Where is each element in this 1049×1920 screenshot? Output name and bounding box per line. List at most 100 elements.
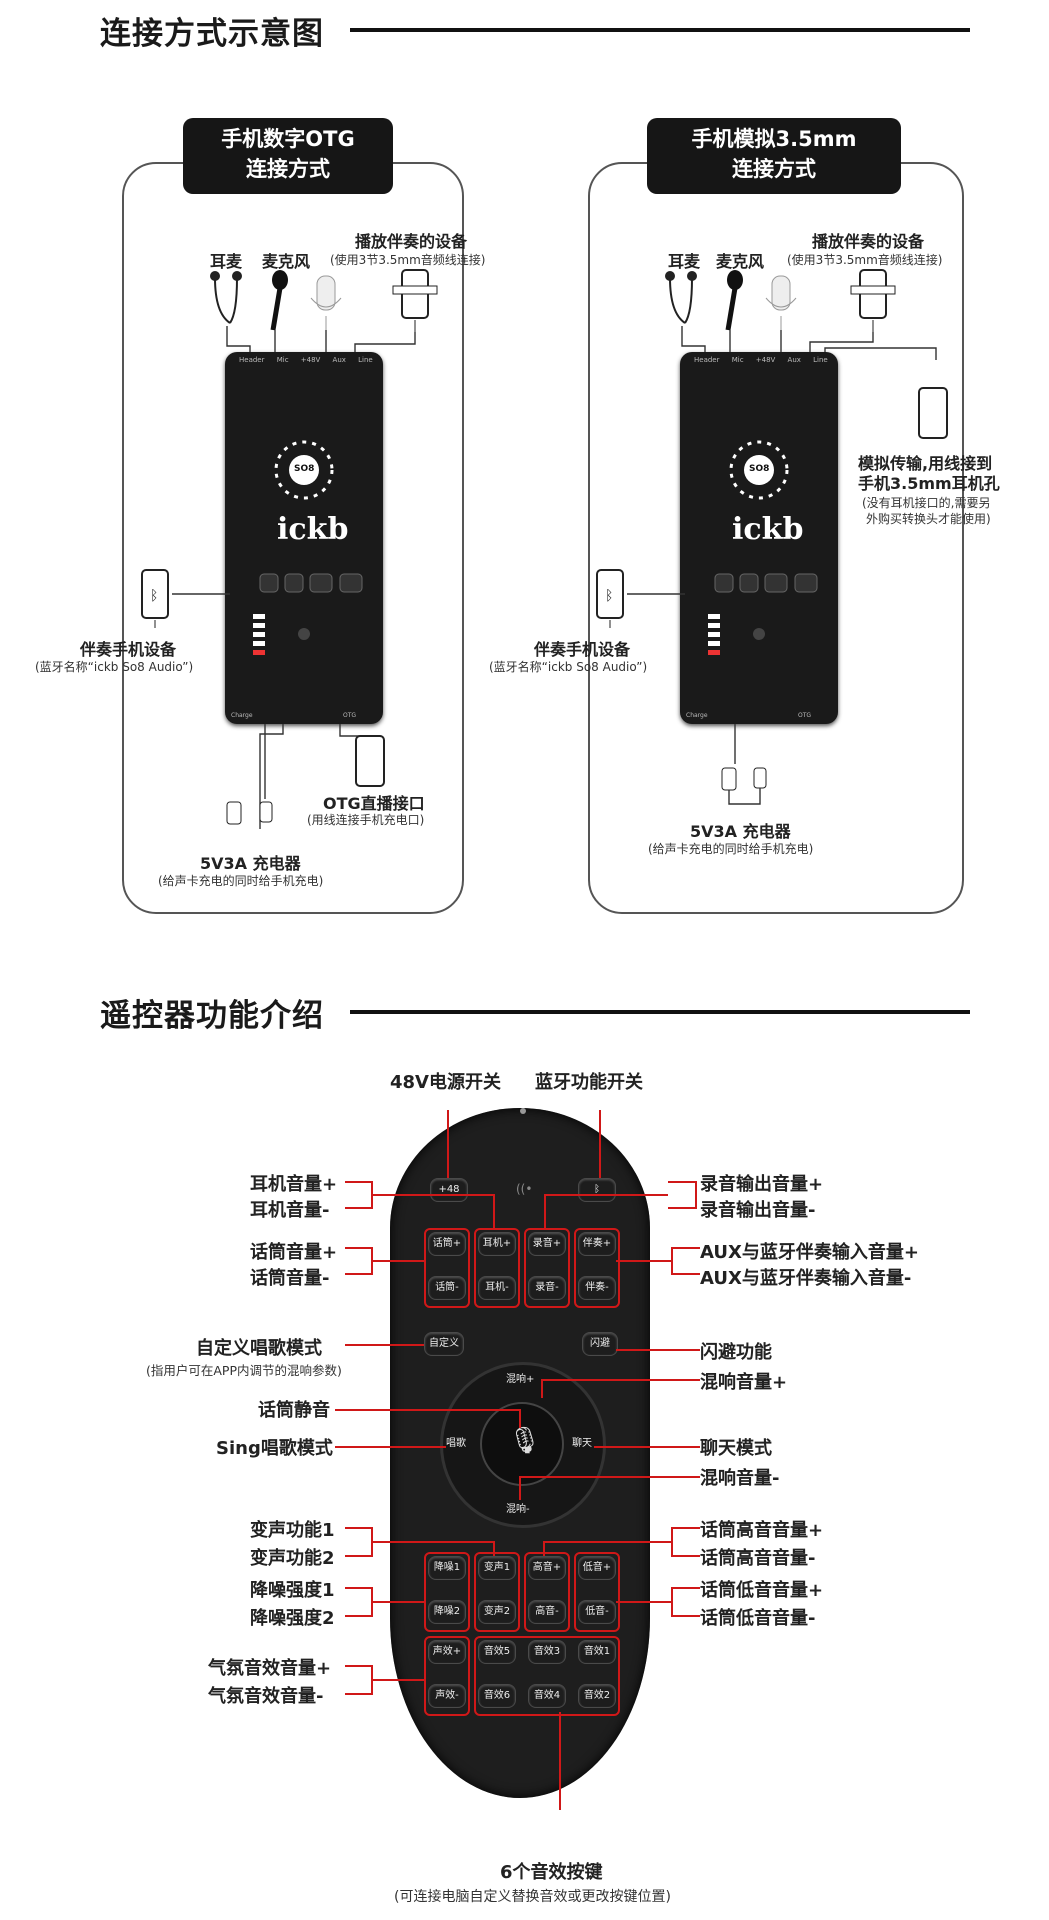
key-fx-plus[interactable]: 声效+ [428,1640,466,1664]
key-fx2[interactable]: 音效2 [578,1684,616,1708]
label-bt-switch: 蓝牙功能开关 [535,1072,643,1093]
label-aux-up: AUX与蓝牙伴奏输入音量+ [700,1242,919,1263]
key-nr2[interactable]: 降噪2 [428,1600,466,1624]
red-box-fx-volume [424,1636,470,1716]
device-ports-left: Header Mic +48V Aux Line [239,356,373,364]
key-chat[interactable]: 聊天 [572,1438,592,1449]
red-box-mic [424,1228,470,1308]
label-bt-device-left: 伴奏手机设备 [80,640,177,659]
sound-card-device-left: Header Mic +48V Aux Line SO8 ickb Charge… [225,352,383,724]
phone-icon [850,269,896,332]
key-reverb-plus[interactable]: 混响+ [506,1374,535,1385]
key-48v[interactable]: +48 [430,1178,468,1202]
key-fx6[interactable]: 音效6 [478,1684,516,1708]
note-custom: (指用户可在APP内调节的混响参数) [146,1363,342,1378]
accessory-icons-left [210,269,438,360]
condenser-mic-icon [310,275,342,330]
key-rec-minus[interactable]: 录音- [528,1276,566,1300]
key-bluetooth[interactable]: ᛒ [578,1178,616,1202]
label-earphone-right: 耳麦 [668,252,701,271]
key-acc-minus[interactable]: 伴奏- [578,1276,616,1300]
bluetooth-phone-icon: ᛒ [141,569,169,628]
label-48v: 48V电源开关 [390,1072,501,1093]
mute-button[interactable] [480,1402,564,1486]
note-bt-left: (蓝牙名称“ickb So8 Audio”) [35,660,194,674]
otg-phone-icon [355,735,385,787]
tag-analog: 手机模拟3.5mm 连接方式 [647,118,901,194]
label-nr1: 降噪强度1 [250,1580,335,1601]
callout-lines [335,1110,700,1810]
accessory-icons-right [665,269,937,360]
key-mic-plus[interactable]: 话筒+ [428,1232,466,1256]
key-vc1[interactable]: 变声1 [478,1556,516,1580]
label-treble-up: 话筒高音音量+ [700,1520,824,1541]
key-acc-plus[interactable]: 伴奏+ [578,1232,616,1256]
key-hp-minus[interactable]: 耳机- [478,1276,516,1300]
microphone-icon [270,270,288,331]
key-fx5[interactable]: 音效5 [478,1640,516,1664]
device-ports-right: Header Mic +48V Aux Line [694,356,828,364]
label-sing: Sing唱歌模式 [216,1438,333,1459]
tag-analog-line1: 手机模拟3.5mm [691,127,857,151]
label-amb-down: 气氛音效音量- [208,1686,324,1707]
tag-otg: 手机数字OTG 连接方式 [183,118,393,194]
key-rec-plus[interactable]: 录音+ [528,1232,566,1256]
note-playback-right: (使用3节3.5mm音频线连接) [787,253,943,267]
label-reverb-down: 混响音量- [700,1468,780,1489]
key-treble-minus[interactable]: 高音- [528,1600,566,1624]
note-bt-right: (蓝牙名称“ickb So8 Audio”) [489,660,648,674]
title-rule-2 [350,1010,970,1014]
key-duck[interactable]: 闪避 [582,1332,618,1356]
plug-icon [721,767,767,791]
key-bass-minus[interactable]: 低音- [578,1600,616,1624]
label-rec-down: 录音输出音量- [700,1200,816,1221]
device-model-right: SO8 [749,464,770,474]
key-sing[interactable]: 唱歌 [446,1438,466,1449]
bluetooth-icon: ᛒ [594,1184,600,1195]
label-custom: 自定义唱歌模式 [196,1338,322,1359]
label-bass-down: 话筒低音音量- [700,1608,816,1629]
red-box-bass [574,1552,620,1632]
key-vc2[interactable]: 变声2 [478,1600,516,1624]
label-analog-line1: 模拟传输,用线接到 [858,454,993,473]
key-fx1[interactable]: 音效1 [578,1640,616,1664]
note-otg-left: (用线连接手机充电口) [307,813,425,827]
microphone-icon [725,270,743,331]
sound-card-device-right: Header Mic +48V Aux Line SO8 ickb Charge… [680,352,838,724]
note-charger-right: (给声卡充电的同时给手机充电) [648,842,814,856]
key-hp-plus[interactable]: 耳机+ [478,1232,516,1256]
label-charger-left: 5V3A 充电器 [200,854,301,873]
device-brand-left: ickb [277,512,349,547]
charger-cable-left [226,724,375,829]
key-custom[interactable]: 自定义 [424,1332,464,1356]
red-box-fx-keys [474,1636,620,1716]
label-mic-down: 话筒音量- [250,1268,330,1289]
device-otg-left: OTG [343,712,357,719]
bluetooth-phone-icon: ᛒ [596,569,624,628]
label-earphone-left: 耳麦 [210,252,243,271]
condenser-mic-icon [765,275,797,330]
device-model-left: SO8 [294,464,315,474]
key-treble-plus[interactable]: 高音+ [528,1556,566,1580]
label-reverb-up: 混响音量+ [700,1372,788,1393]
label-nr2: 降噪强度2 [250,1608,335,1629]
key-fx3[interactable]: 音效3 [528,1640,566,1664]
earphone-icon [210,271,242,324]
key-bass-plus[interactable]: 低音+ [578,1556,616,1580]
key-nr1[interactable]: 降噪1 [428,1556,466,1580]
title-rule [350,28,970,32]
note-charger-left: (给声卡充电的同时给手机充电) [158,874,324,888]
section-title-connection: 连接方式示意图 [100,16,324,52]
svg-text:ᛒ: ᛒ [150,588,158,604]
label-rec-up: 录音输出音量+ [700,1174,824,1195]
key-fx4[interactable]: 音效4 [528,1684,566,1708]
red-box-hp [474,1228,520,1308]
key-mic-minus[interactable]: 话筒- [428,1276,466,1300]
label-treble-down: 话筒高音音量- [700,1548,816,1569]
label-amb-up: 气氛音效音量+ [208,1658,332,1679]
key-reverb-minus[interactable]: 混响- [506,1504,530,1515]
label-bass-up: 话筒低音音量+ [700,1580,824,1601]
charger-cable-right [721,724,767,805]
key-fx-minus[interactable]: 声效- [428,1684,466,1708]
red-box-treble [524,1552,570,1632]
